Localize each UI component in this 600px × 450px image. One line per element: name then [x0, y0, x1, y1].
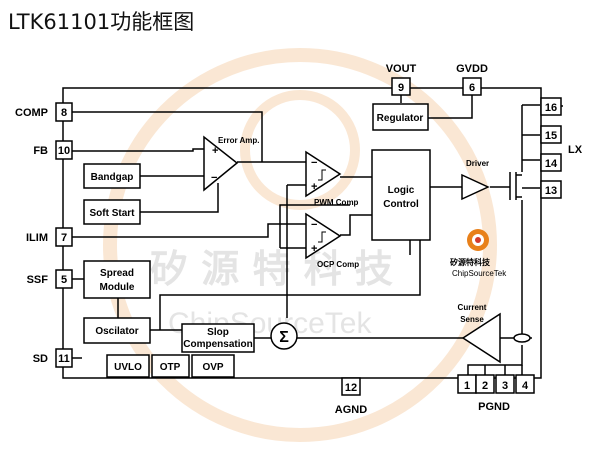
pin-4: 4 [515, 374, 535, 394]
pin-2: 2 [475, 374, 495, 394]
svg-text:Module: Module [100, 282, 135, 293]
spread-module-block: Spread Module [83, 260, 151, 299]
pin-3: 3 [495, 374, 515, 394]
svg-text:3: 3 [502, 380, 508, 392]
svg-text:16: 16 [545, 102, 557, 114]
current-sense: Current Sense [458, 303, 531, 364]
svg-text:OVP: OVP [202, 362, 223, 373]
diagram-title: LTK61101功能框图 [8, 10, 195, 34]
logic-control-block: Logic Control [371, 149, 431, 241]
slop-compensation-block: Slop Compensation [181, 323, 255, 353]
svg-text:Sense: Sense [460, 315, 484, 324]
ovp-block: OVP [191, 354, 235, 378]
pin-sd: 11 SD [33, 348, 73, 368]
logo-english: ChipSourceTek [452, 269, 507, 278]
logo-chinese: 矽源特科技 [450, 257, 491, 267]
svg-text:SD: SD [33, 353, 48, 365]
oscilator-block: Oscilator [83, 317, 151, 344]
driver: Driver [461, 159, 490, 201]
error-amp-label: Error Amp. [218, 136, 260, 145]
soft-start-block: Soft Start [83, 199, 141, 225]
pin-fb: 10 FB [33, 140, 73, 160]
svg-text:FB: FB [33, 145, 48, 157]
watermark-chinese: 矽 源 特 科 技 [150, 246, 393, 291]
regulator-block: Regulator [372, 103, 429, 131]
svg-text:Oscilator: Oscilator [95, 326, 138, 337]
vendor-logo: 矽源特科技 ChipSourceTek [450, 229, 507, 278]
pin-1: 1 [457, 374, 477, 394]
pin-13: 13 [540, 180, 562, 199]
svg-text:7: 7 [61, 232, 67, 244]
svg-text:AGND: AGND [335, 404, 367, 416]
error-amp: + − Error Amp. [203, 135, 260, 192]
pin-16: 16 [540, 97, 562, 116]
svg-text:5: 5 [61, 274, 67, 286]
driver-label: Driver [466, 159, 489, 168]
pwm-comparator: − + PWM Comp [305, 150, 359, 207]
svg-text:9: 9 [398, 82, 404, 94]
pgnd-label: PGND [478, 401, 510, 413]
pin-15: 15 [540, 125, 562, 144]
svg-text:OTP: OTP [160, 362, 181, 373]
pin-ilim: 7 ILIM [26, 227, 73, 247]
svg-text:UVLO: UVLO [114, 362, 142, 373]
svg-text:SSF: SSF [27, 274, 49, 286]
uvlo-block: UVLO [106, 354, 150, 378]
svg-text:VOUT: VOUT [386, 63, 417, 75]
svg-text:+: + [212, 145, 218, 157]
svg-text:6: 6 [469, 82, 475, 94]
svg-text:Bandgap: Bandgap [91, 172, 134, 183]
svg-text:Control: Control [383, 199, 419, 210]
svg-text:11: 11 [58, 353, 70, 365]
pin-vout: 9 VOUT [386, 63, 417, 96]
svg-text:Current: Current [458, 303, 487, 312]
svg-text:−: − [211, 172, 217, 184]
pin-14: 14 [540, 153, 562, 172]
svg-text:Slop: Slop [207, 327, 229, 338]
ocp-comparator: − + OCP Comp [305, 212, 359, 269]
svg-text:Logic: Logic [388, 185, 415, 196]
svg-text:12: 12 [345, 382, 357, 394]
svg-text:13: 13 [545, 185, 557, 197]
wires [72, 95, 540, 385]
svg-text:Compensation: Compensation [183, 339, 252, 350]
ocp-comp-label: OCP Comp [317, 260, 359, 269]
pin-gvdd: 6 GVDD [456, 63, 488, 96]
svg-text:Σ: Σ [279, 329, 289, 346]
svg-text:15: 15 [545, 130, 557, 142]
svg-text:ILIM: ILIM [26, 232, 48, 244]
svg-text:−: − [311, 219, 317, 231]
svg-text:14: 14 [545, 158, 558, 170]
sum-node: Σ [270, 322, 298, 350]
watermark-ring [103, 48, 497, 442]
svg-text:8: 8 [61, 107, 67, 119]
svg-text:Regulator: Regulator [377, 113, 424, 124]
bandgap-block: Bandgap [83, 163, 141, 189]
svg-text:+: + [311, 181, 317, 193]
pin-ssf: 5 SSF [27, 269, 73, 289]
otp-block: OTP [151, 354, 190, 378]
svg-text:Spread: Spread [100, 268, 134, 279]
pin-comp: 8 COMP [15, 102, 73, 122]
svg-text:4: 4 [522, 380, 529, 392]
svg-text:2: 2 [482, 380, 488, 392]
svg-text:−: − [311, 157, 317, 169]
pwm-comp-label: PWM Comp [314, 198, 359, 207]
svg-text:10: 10 [58, 145, 70, 157]
svg-text:+: + [311, 243, 317, 255]
lx-label: LX [568, 144, 583, 156]
svg-text:1: 1 [464, 380, 470, 392]
svg-text:COMP: COMP [15, 107, 48, 119]
svg-text:Soft Start: Soft Start [90, 208, 136, 219]
pin-agnd: 12 AGND [335, 377, 367, 416]
power-mosfet [509, 172, 522, 200]
svg-text:GVDD: GVDD [456, 63, 488, 75]
